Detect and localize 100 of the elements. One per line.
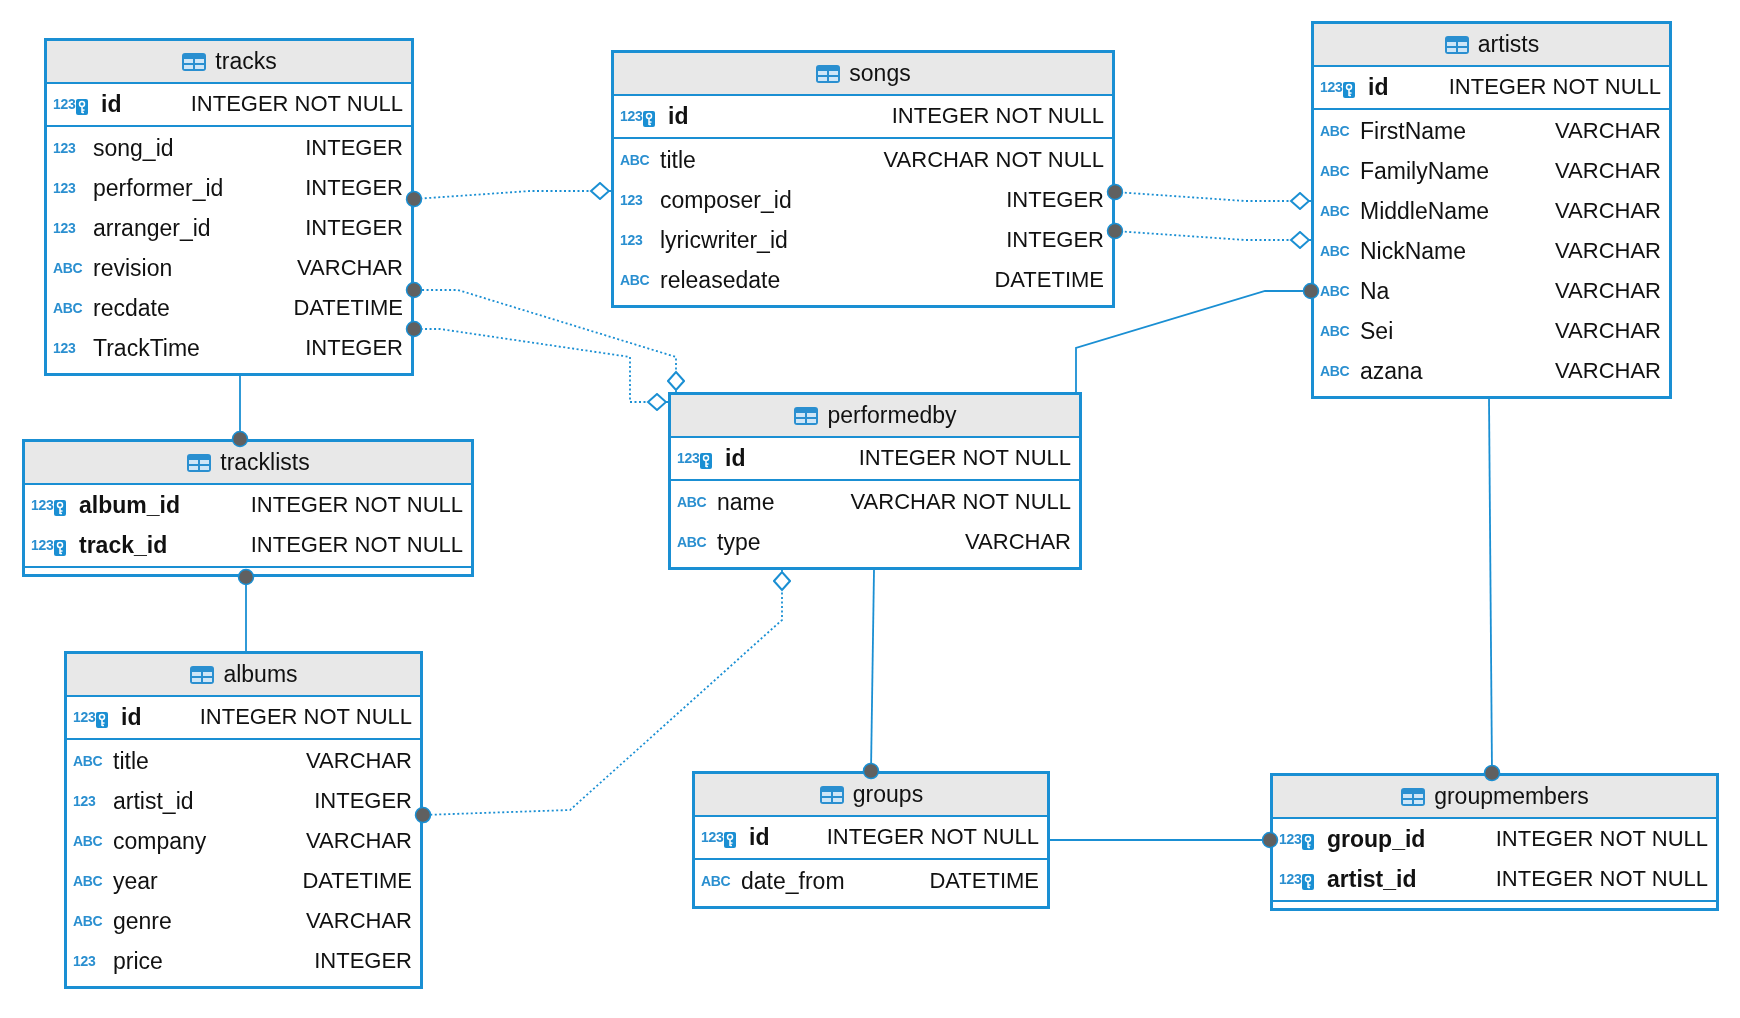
column-type: INTEGER xyxy=(1006,227,1104,253)
column-type: INTEGER xyxy=(314,788,412,814)
table-box xyxy=(692,771,1050,909)
type-tag: 123 xyxy=(31,497,54,513)
type-tag: 123 xyxy=(73,709,96,725)
column-name: MiddleName xyxy=(1360,197,1491,225)
type-tag: ABC xyxy=(73,873,107,889)
column-name: artist_id xyxy=(1327,865,1418,893)
column-name: FirstName xyxy=(1360,117,1468,145)
table-box xyxy=(22,439,474,577)
type-tag: 123 xyxy=(53,220,87,236)
column-type: INTEGER NOT NULL xyxy=(1448,74,1661,100)
column-name: Sei xyxy=(1360,317,1395,345)
column-name: NickName xyxy=(1360,237,1468,265)
table-name: albums xyxy=(223,661,298,688)
type-tag: 123 xyxy=(1320,79,1343,95)
column-type: VARCHAR NOT NULL xyxy=(850,489,1071,515)
column-type: VARCHAR xyxy=(306,828,412,854)
column-name: id xyxy=(668,102,690,130)
type-tag: 123 xyxy=(620,232,654,248)
column-name: genre xyxy=(113,907,173,935)
column-name: Na xyxy=(1360,277,1391,305)
column-name: FamilyName xyxy=(1360,157,1491,185)
column-name: id xyxy=(1368,73,1390,101)
column-name: arranger_id xyxy=(93,214,212,242)
type-tag: 123 xyxy=(620,108,643,124)
relationship-line xyxy=(1049,831,1279,849)
column-name: title xyxy=(113,747,150,775)
relationship-line xyxy=(414,569,791,824)
relationship-line xyxy=(1106,222,1312,249)
type-tag: 123 xyxy=(53,340,87,356)
type-tag: 123 xyxy=(1279,871,1302,887)
type-tag: 123 xyxy=(53,96,76,112)
column-type: VARCHAR xyxy=(1555,118,1661,144)
column-name: price xyxy=(113,947,164,975)
type-tag: 123 xyxy=(31,537,54,553)
column-name: id xyxy=(101,90,123,118)
type-tag: 123 xyxy=(620,192,654,208)
column-name: artist_id xyxy=(113,787,195,815)
type-tag: ABC xyxy=(73,833,107,849)
type-tag: 123 xyxy=(53,140,87,156)
column-type: VARCHAR xyxy=(306,748,412,774)
relationship-line xyxy=(862,569,880,780)
table-name: tracklists xyxy=(220,449,310,476)
column-type: DATETIME xyxy=(929,868,1039,894)
column-type: VARCHAR xyxy=(965,529,1071,555)
type-tag: 123 xyxy=(73,953,107,969)
table-name: songs xyxy=(849,60,911,87)
column-type: INTEGER xyxy=(305,135,403,161)
column-name: id xyxy=(121,703,143,731)
type-tag: ABC xyxy=(620,272,654,288)
relationship-line xyxy=(1483,398,1501,782)
relationship-line xyxy=(237,568,255,652)
table-box xyxy=(1311,21,1672,399)
type-tag: ABC xyxy=(53,260,87,276)
column-type: VARCHAR NOT NULL xyxy=(883,147,1104,173)
column-type: INTEGER NOT NULL xyxy=(250,532,463,558)
table-name: groupmembers xyxy=(1434,783,1589,810)
type-tag: 123 xyxy=(1279,831,1302,847)
type-tag: ABC xyxy=(1320,363,1354,379)
column-type: INTEGER NOT NULL xyxy=(1495,826,1708,852)
type-tag: ABC xyxy=(677,534,711,550)
column-type: INTEGER NOT NULL xyxy=(250,492,463,518)
column-name: group_id xyxy=(1327,825,1427,853)
column-type: VARCHAR xyxy=(1555,158,1661,184)
column-name: album_id xyxy=(79,491,181,519)
column-name: id xyxy=(749,823,771,851)
column-name: track_id xyxy=(79,531,169,559)
table-name: groups xyxy=(852,781,924,808)
table-box xyxy=(611,50,1115,308)
column-type: VARCHAR xyxy=(1555,278,1661,304)
column-type: INTEGER NOT NULL xyxy=(891,103,1104,129)
table-box xyxy=(44,38,414,376)
type-tag: ABC xyxy=(73,913,107,929)
column-name: title xyxy=(660,146,697,174)
table-name: artists xyxy=(1477,31,1540,58)
table-box xyxy=(64,651,423,989)
column-type: INTEGER xyxy=(305,335,403,361)
column-type: INTEGER xyxy=(305,215,403,241)
column-name: composer_id xyxy=(660,186,793,214)
relationship-line xyxy=(405,320,669,411)
column-type: VARCHAR xyxy=(1555,238,1661,264)
type-tag: 123 xyxy=(53,180,87,196)
column-type: INTEGER NOT NULL xyxy=(1495,866,1708,892)
column-name: company xyxy=(113,827,208,855)
type-tag: 123 xyxy=(677,450,700,466)
column-name: year xyxy=(113,867,159,895)
type-tag: ABC xyxy=(1320,123,1354,139)
table-box xyxy=(668,392,1082,570)
column-name: recdate xyxy=(93,294,171,322)
column-type: INTEGER xyxy=(305,175,403,201)
column-name: type xyxy=(717,528,762,556)
type-tag: ABC xyxy=(620,152,654,168)
type-tag: 123 xyxy=(73,793,107,809)
type-tag: ABC xyxy=(53,300,87,316)
relationship-line xyxy=(405,281,685,393)
column-type: DATETIME xyxy=(293,295,403,321)
table-name: performedby xyxy=(827,402,957,429)
column-type: INTEGER NOT NULL xyxy=(199,704,412,730)
column-type: VARCHAR xyxy=(297,255,403,281)
